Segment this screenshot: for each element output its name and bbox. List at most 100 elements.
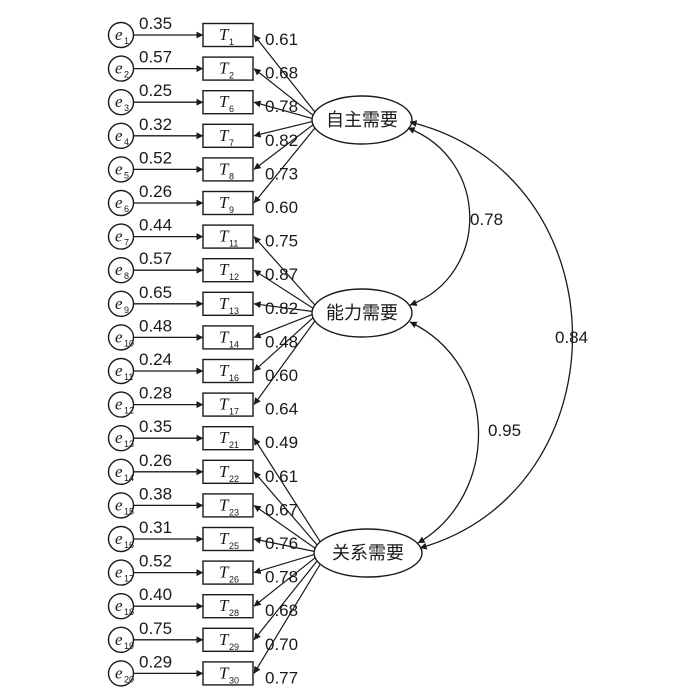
item-box [202, 560, 254, 585]
loading-value: 0.60 [265, 366, 298, 385]
item-box [202, 594, 254, 619]
loading-arrow [253, 317, 314, 372]
error-value: 0.25 [139, 81, 172, 100]
error-subscript: 15 [124, 506, 134, 516]
error-subscript: 6 [124, 204, 129, 214]
item-box [202, 89, 254, 115]
item-subscript: 29 [229, 642, 239, 652]
error-value: 0.75 [139, 619, 172, 638]
correlation-value: 0.78 [470, 210, 503, 229]
loading-value: 0.87 [265, 265, 298, 284]
item-box [202, 56, 254, 81]
error-label: e [115, 563, 123, 582]
item-label: T [219, 327, 230, 346]
error-label: e [115, 596, 123, 615]
item-box [202, 358, 254, 384]
error-label: e [115, 395, 123, 414]
item-label: T [219, 92, 230, 111]
loading-arrow [253, 557, 316, 607]
error-label: e [115, 59, 123, 78]
item-label: T [219, 663, 230, 682]
latent-factors: 0.610.680.780.820.730.600.750.870.820.48… [253, 30, 423, 687]
item-box [202, 22, 254, 48]
correlation-arrow [407, 127, 471, 306]
loading-arrow [253, 563, 321, 674]
item-label: T [219, 227, 230, 246]
error-subscript: 13 [124, 439, 134, 449]
error-subscript: 14 [124, 473, 134, 483]
item-label: T [219, 25, 230, 44]
loading-arrow [253, 560, 318, 641]
loading-value: 0.70 [265, 635, 298, 654]
error-subscript: 7 [124, 238, 129, 248]
loading-arrow [253, 100, 313, 119]
error-value: 0.52 [139, 148, 172, 167]
error-label: e [115, 227, 123, 246]
error-subscript: 18 [124, 607, 134, 617]
error-subscript: 9 [124, 305, 129, 315]
item-subscript: 17 [229, 407, 239, 417]
item-subscript: 23 [229, 507, 239, 517]
error-value: 0.35 [139, 417, 172, 436]
loading-value: 0.64 [265, 400, 298, 419]
item-label: T [219, 596, 230, 615]
error-label: e [115, 663, 123, 682]
item-subscript: 11 [229, 239, 238, 249]
item-box [202, 123, 254, 149]
item-subscript: 22 [229, 474, 239, 484]
loading-value: 0.61 [265, 467, 298, 486]
error-subscript: 1 [124, 36, 129, 46]
error-subscript: 19 [124, 641, 134, 651]
item-subscript: 25 [229, 541, 239, 551]
error-label: e [115, 92, 123, 111]
error-subscript: 10 [124, 338, 134, 348]
loading-value: 0.75 [265, 232, 298, 251]
loading-arrow [253, 301, 313, 312]
loading-value: 0.68 [265, 64, 298, 83]
loading-arrow [253, 236, 316, 306]
loading-value: 0.78 [265, 568, 298, 587]
error-label: e [115, 25, 123, 44]
loading-value: 0.67 [265, 500, 298, 519]
error-label: e [115, 159, 123, 178]
error-value: 0.32 [139, 115, 172, 134]
error-value: 0.24 [139, 350, 172, 369]
item-box [202, 258, 254, 283]
correlation-arrow [409, 120, 574, 550]
error-subscript: 17 [124, 574, 134, 584]
error-label: e [115, 529, 123, 548]
error-subscript: 11 [124, 372, 133, 382]
error-label: e [115, 126, 123, 145]
error-label: e [115, 630, 123, 649]
error-value: 0.48 [139, 316, 172, 335]
error-value: 0.57 [139, 249, 172, 268]
loading-arrow [253, 68, 314, 116]
error-value: 0.31 [139, 518, 172, 537]
loading-arrow [253, 124, 314, 170]
item-subscript: 8 [229, 171, 234, 181]
loading-value: 0.82 [265, 131, 298, 150]
item-subscript: 14 [229, 339, 239, 349]
loading-value: 0.73 [265, 164, 298, 183]
item-subscript: 1 [229, 37, 234, 47]
item-label: T [219, 428, 230, 447]
latent-ellipse [311, 95, 413, 145]
latent-ellipse [313, 528, 423, 578]
item-subscript: 9 [229, 205, 234, 215]
item-subscript: 26 [229, 575, 239, 585]
item-subscript: 12 [229, 272, 239, 282]
latent-label: 能力需要 [326, 303, 398, 324]
error-label: e [115, 361, 123, 380]
item-box [202, 190, 254, 216]
item-label: T [219, 294, 230, 313]
error-value: 0.26 [139, 451, 172, 470]
error-label: e [115, 294, 123, 313]
item-box [202, 459, 254, 484]
item-box [202, 392, 254, 417]
loading-value: 0.68 [265, 601, 298, 620]
item-box [202, 627, 254, 652]
item-subscript: 6 [229, 104, 234, 114]
item-box [202, 426, 254, 451]
